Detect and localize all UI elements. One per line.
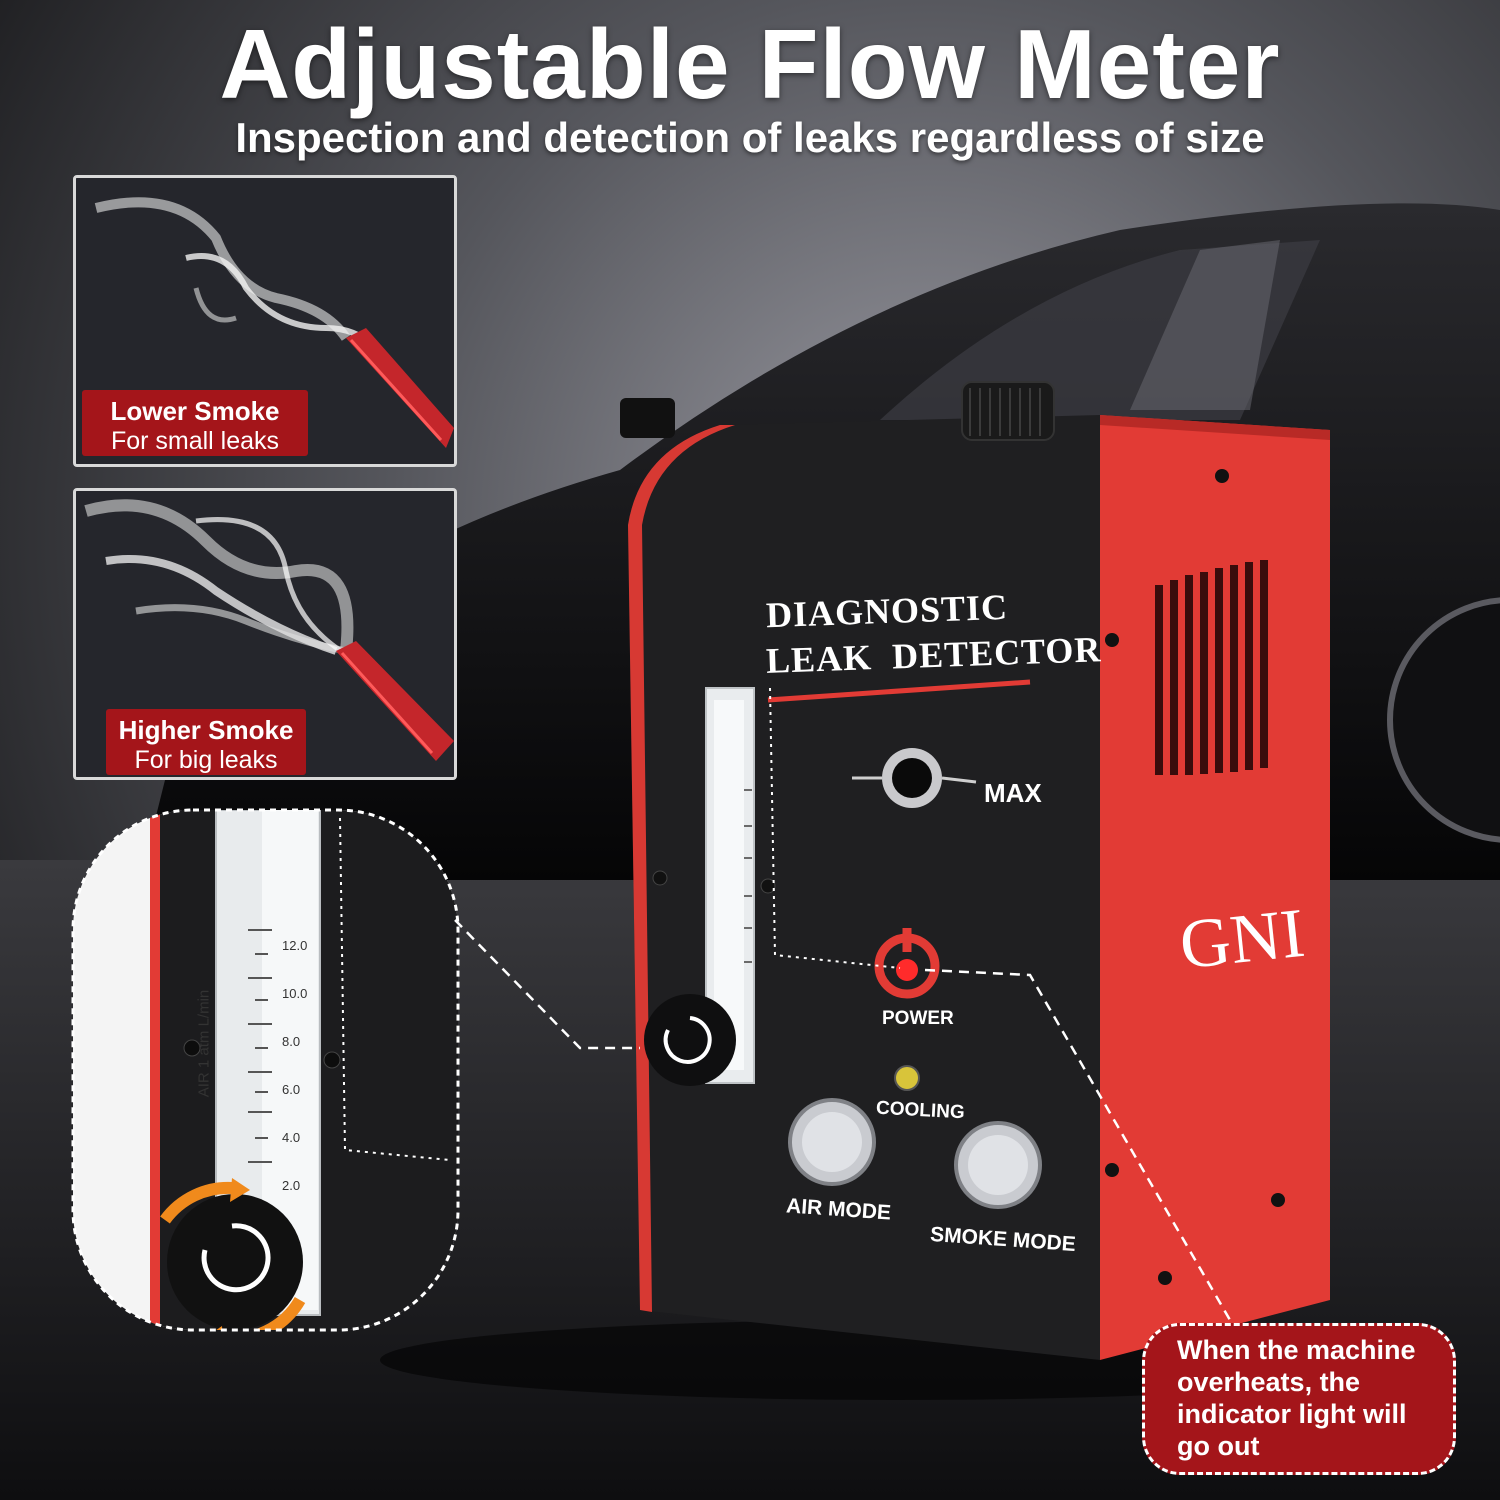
scale-12: 12.0 <box>282 938 308 953</box>
scale-8: 8.0 <box>282 1034 301 1049</box>
page-title: Adjustable Flow Meter <box>219 9 1281 119</box>
higher-smoke-panel: Higher Smoke For big leaks <box>73 488 457 780</box>
higher-smoke-label: Higher Smoke For big leaks <box>106 709 306 775</box>
flowmeter-unit-label: AIR 1 atm L/min <box>195 989 213 1098</box>
higher-smoke-caption: For big leaks <box>134 746 278 774</box>
higher-smoke-title: Higher Smoke <box>118 715 294 745</box>
cooling-indicator <box>894 1065 920 1091</box>
page-subtitle: Inspection and detection of leaks regard… <box>235 114 1265 161</box>
power-label: POWER <box>882 1008 954 1029</box>
overheat-note: When the machine overheats, the indicato… <box>1142 1323 1456 1475</box>
lower-smoke-label: Lower Smoke For small leaks <box>82 390 308 456</box>
scale-2: 2.0 <box>282 1178 301 1193</box>
flow-adjust-knob[interactable] <box>644 994 736 1086</box>
max-label: MAX <box>984 778 1042 808</box>
scale-10: 10.0 <box>282 986 308 1001</box>
vent-grille <box>1155 560 1268 775</box>
lower-smoke-caption: For small leaks <box>110 427 280 455</box>
scale-4: 4.0 <box>282 1130 301 1145</box>
lower-smoke-panel: Lower Smoke For small leaks <box>73 175 457 467</box>
flowmeter-scale: 12.0 10.0 8.0 6.0 4.0 2.0 <box>282 922 307 1210</box>
scale-6: 6.0 <box>282 1082 301 1097</box>
lower-smoke-title: Lower Smoke <box>110 396 280 426</box>
rotate-arrow-icon <box>160 1181 233 1224</box>
